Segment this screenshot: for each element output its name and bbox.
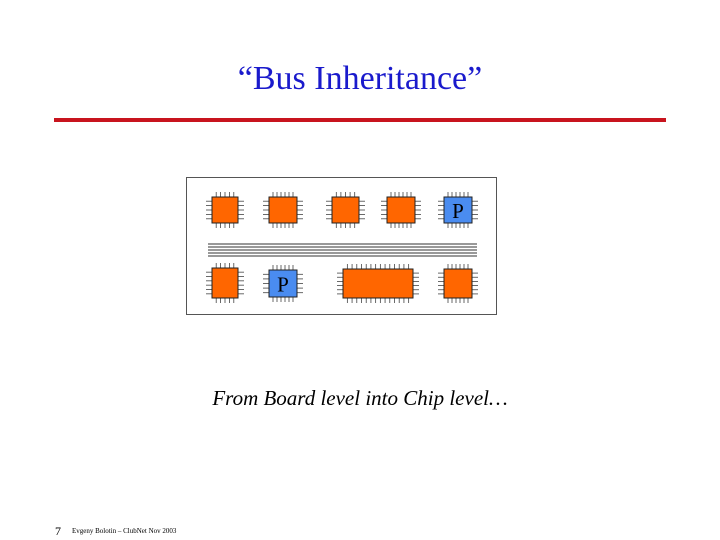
title-underline xyxy=(54,118,666,122)
chip xyxy=(206,263,244,303)
processor-chip: P xyxy=(263,265,303,302)
chip-body xyxy=(211,267,239,299)
chip-body xyxy=(331,196,360,224)
footer-text: Evgeny Bolotin – ClubNet Nov 2003 xyxy=(72,527,177,535)
chip-body xyxy=(443,268,473,299)
slide-caption: From Board level into Chip level… xyxy=(212,386,508,410)
chip xyxy=(337,264,419,303)
processor-body xyxy=(443,196,473,224)
processor-chip: P xyxy=(438,192,478,228)
bus xyxy=(208,243,477,257)
processor-label: P xyxy=(277,273,289,297)
chip xyxy=(381,192,421,228)
page-number: 7 xyxy=(55,524,61,538)
chip xyxy=(206,192,244,228)
chip xyxy=(263,192,303,228)
board-svg: PP xyxy=(206,192,478,303)
chip xyxy=(326,192,365,228)
chip-body xyxy=(342,268,414,299)
chip-body xyxy=(386,196,416,224)
chip-body xyxy=(268,196,298,224)
chip-body xyxy=(211,196,239,224)
slide-title: “Bus Inheritance” xyxy=(237,60,483,97)
chip xyxy=(438,264,478,303)
processor-body xyxy=(268,269,298,298)
processor-label: P xyxy=(452,199,464,223)
